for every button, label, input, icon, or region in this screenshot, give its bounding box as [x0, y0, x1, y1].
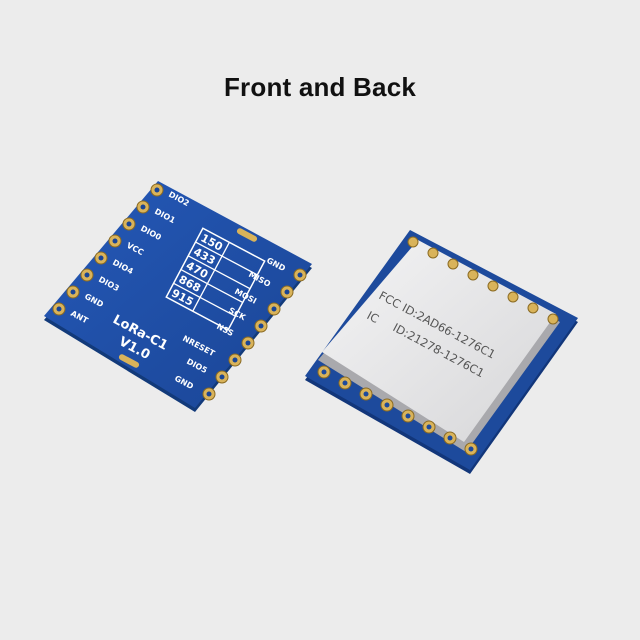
- front-module: FCC ID:2AD66-1276C1 IC ID:21278-1276C1: [305, 230, 578, 474]
- frequency-table: 150 433 470 868 915: [165, 227, 266, 331]
- image-title: Front and Back: [223, 72, 417, 102]
- back-module: DIO2 DIO1 DIO0 VCC DIO4 DIO3 GND ANT GND…: [44, 181, 312, 412]
